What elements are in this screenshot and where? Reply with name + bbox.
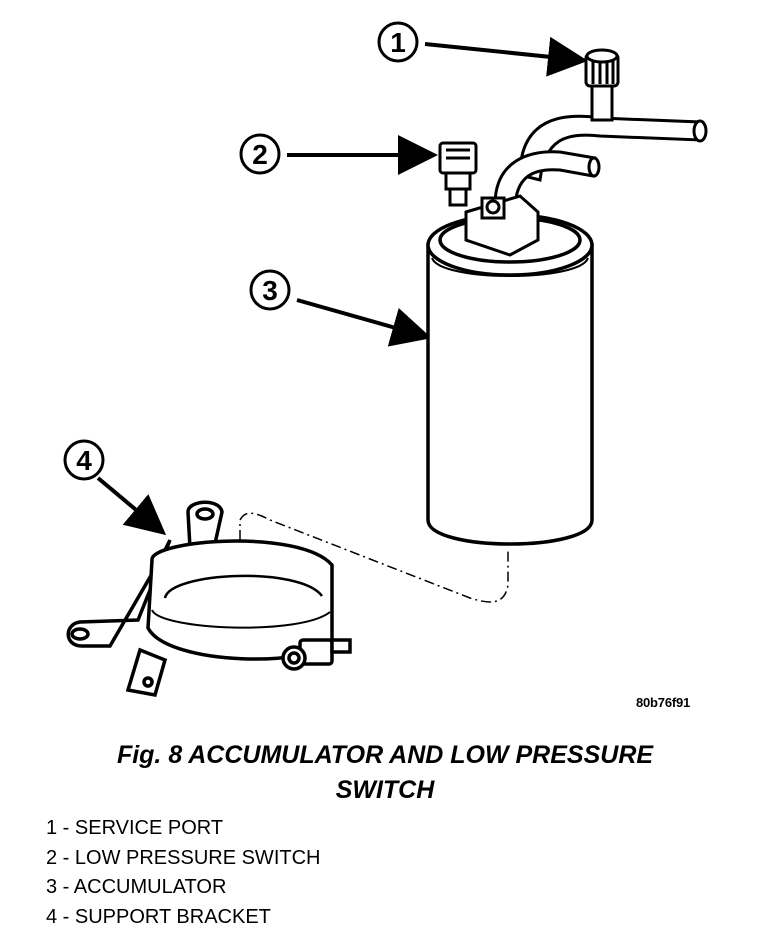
legend-item-service-port: 1 - SERVICE PORT — [46, 817, 224, 839]
svg-text:2: 2 — [252, 139, 268, 170]
service-port — [584, 48, 620, 122]
caption-line-1: Fig. 8 ACCUMULATOR AND LOW PRESSURE — [116, 741, 654, 769]
inlet-tube — [493, 150, 601, 212]
legend-item-support-bracket: 4 - SUPPORT BRACKET — [46, 905, 271, 928]
svg-text:4: 4 — [76, 445, 92, 476]
leader-arrow-3 — [296, 298, 432, 347]
leader-arrow-4 — [96, 476, 167, 536]
support-bracket — [66, 500, 352, 698]
image-code: 80b76f91 — [636, 695, 691, 710]
assembly-line — [239, 512, 509, 640]
caption-line-2: SWITCH — [335, 776, 435, 804]
callout-3: 3 — [249, 269, 291, 311]
legend-item-accumulator: 3 - ACCUMULATOR — [46, 876, 227, 898]
leader-arrow-1 — [424, 36, 588, 77]
svg-text:3: 3 — [262, 275, 278, 306]
callout-2: 2 — [239, 133, 281, 175]
callout-1: 1 — [377, 21, 419, 63]
low-pressure-switch — [438, 141, 478, 207]
figure-caption: Fig. 8 ACCUMULATOR AND LOW PRESSURE SWIT… — [40, 738, 730, 808]
legend-item-low-pressure-switch: 2 - LOW PRESSURE SWITCH — [46, 846, 321, 869]
svg-text:1: 1 — [390, 27, 406, 58]
accumulator-body — [426, 213, 594, 546]
callout-4: 4 — [63, 439, 105, 481]
accumulator-diagram: 1 2 3 4 — [63, 21, 708, 698]
legend-list: 1 - SERVICE PORT 2 - LOW PRESSURE SWITCH… — [46, 814, 320, 932]
fitting-block — [464, 194, 540, 257]
